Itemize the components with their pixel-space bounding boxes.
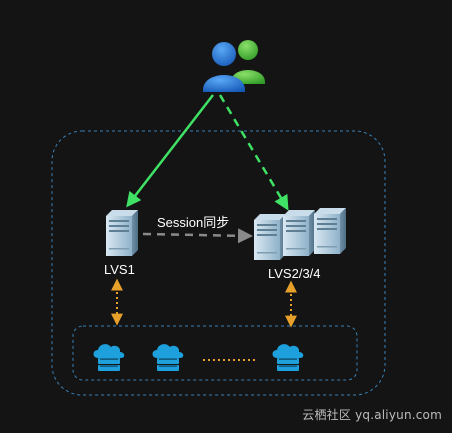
cloud-storage-icon-3 xyxy=(272,344,304,371)
storage-boundary xyxy=(72,325,358,381)
cluster-boundary xyxy=(51,130,386,396)
server-icon-lvs1 xyxy=(106,210,138,256)
session-sync-arrow xyxy=(142,228,253,244)
active-traffic-arrow xyxy=(126,94,214,208)
users-icon xyxy=(203,40,265,92)
watermark: 云栖社区 yq.aliyun.com xyxy=(302,408,442,422)
failover-traffic-arrow xyxy=(218,94,289,211)
session-sync-label: Session同步 xyxy=(157,215,230,230)
server-icon-lvs3 xyxy=(283,210,315,256)
server-icon-lvs2 xyxy=(254,214,286,260)
cloud-storage-icon-1 xyxy=(93,344,125,371)
server-icon-lvs4 xyxy=(314,208,346,254)
cloud-storage-icon-2 xyxy=(152,344,184,371)
lvs1-label: LVS1 xyxy=(104,262,135,277)
lvs-group-label: LVS2/3/4 xyxy=(268,266,321,281)
